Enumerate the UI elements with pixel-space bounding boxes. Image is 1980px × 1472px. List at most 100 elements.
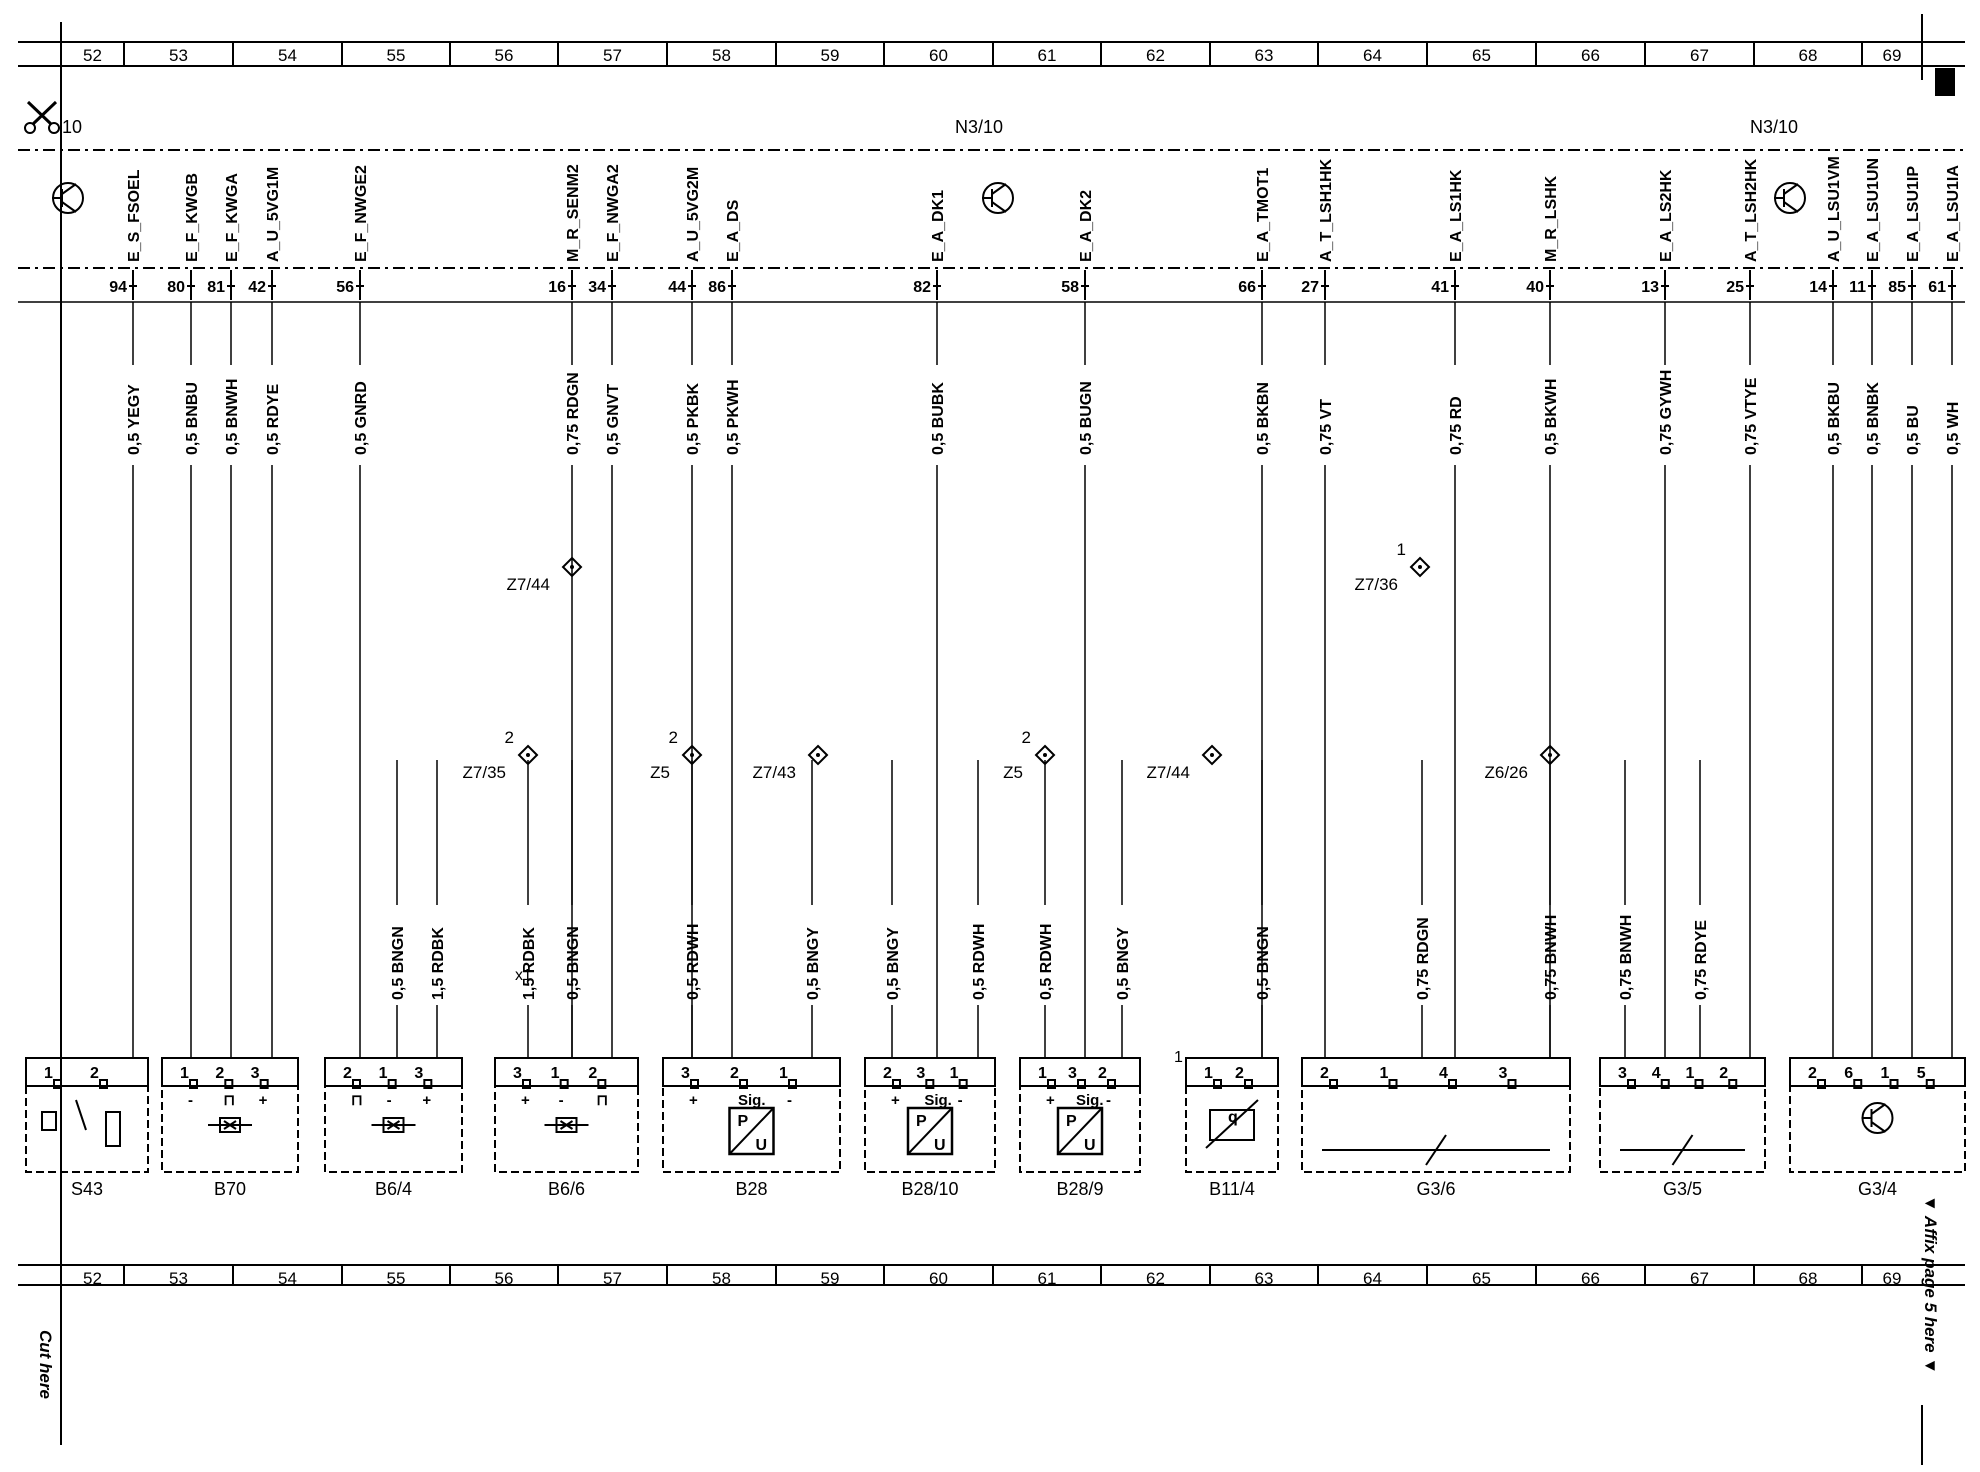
pin-symbol: - [188, 1092, 193, 1109]
wire-color-label: 0,5 BKBN [1255, 382, 1272, 455]
lower-wire: 0,5 BNGY [1115, 760, 1132, 1058]
affix-page-label: ▼ Affix page 5 here ▼ [1921, 1195, 1940, 1374]
splice-label: Z7/43 [753, 763, 796, 782]
component-pin: 1 [1881, 1065, 1890, 1082]
component-pin: 2 [588, 1065, 597, 1082]
wire-color-label: 0,5 YEGY [126, 384, 143, 455]
wire-color-label: 0,5 RDWH [685, 924, 702, 1000]
component-pin: 3 [513, 1065, 522, 1082]
component-pin: 2 [215, 1065, 224, 1082]
signal-name: E_A_DS [725, 199, 742, 262]
lower-wire: 0,75 BNWH [1543, 760, 1560, 1058]
component-label: B6/6 [548, 1179, 585, 1199]
splice-label: Z6/26 [1485, 763, 1528, 782]
grid-number-64: 64 [1363, 46, 1382, 65]
component-pin: 3 [1499, 1065, 1508, 1082]
grid-number-55: 55 [387, 46, 406, 65]
component-pin: 2 [1098, 1065, 1107, 1082]
grid-number-69: 69 [1883, 46, 1902, 65]
pin-symbol: ⊓ [351, 1092, 363, 1109]
wire-color-label: 1,5 RDBK [521, 927, 538, 1000]
pin-number: 81 [207, 279, 225, 296]
grid-number-65: 65 [1472, 46, 1491, 65]
signal-name: E_F_KWGA [224, 173, 241, 262]
grid-number-66: 66 [1581, 46, 1600, 65]
pin-symbol: ⊓ [223, 1092, 235, 1109]
component-label: B70 [214, 1179, 246, 1199]
component-label: B28/9 [1056, 1179, 1103, 1199]
pin-number: 34 [588, 279, 606, 296]
grid-number-58: 58 [712, 1269, 731, 1288]
transistor-icon [52, 182, 84, 214]
wire-color-label: 0,5 BNWH [224, 379, 241, 455]
component-pin: 3 [916, 1065, 925, 1082]
splice-number: 2 [505, 728, 514, 747]
splice-point: Z52 [1003, 728, 1056, 782]
grid-number-54: 54 [278, 46, 297, 65]
component-pin: 5 [1917, 1065, 1926, 1082]
pin-number: 85 [1888, 279, 1906, 296]
lower-wire: 1,5 RDBK [430, 760, 447, 1058]
component-label: B28/10 [901, 1179, 958, 1199]
component-pin: 1 [1038, 1065, 1047, 1082]
grid-number-52: 52 [83, 1269, 102, 1288]
wire-color-label: 0,5 RDYE [265, 384, 282, 455]
splice-number: 2 [1022, 728, 1031, 747]
wire-color-label: 0,5 RDWH [1038, 924, 1055, 1000]
wire-color-label: 0,5 BNBK [1865, 382, 1882, 455]
wire-color-label: 0,5 BNBU [184, 382, 201, 455]
temp-label: q [1228, 1109, 1238, 1126]
component-pin: 4 [1439, 1065, 1448, 1082]
lower-wire: 0,5 RDWH [685, 760, 702, 1058]
grid-number-58: 58 [712, 46, 731, 65]
grid-number-60: 60 [929, 1269, 948, 1288]
component-pin: 3 [1068, 1065, 1077, 1082]
wire-color-label: 0,75 RDGN [565, 372, 582, 455]
grid-number-56: 56 [495, 1269, 514, 1288]
grid-number-55: 55 [387, 1269, 406, 1288]
component-label: B11/4 [1209, 1179, 1255, 1199]
pin-number: 86 [708, 279, 726, 296]
signal-name: E_A_LSU1IP [1905, 166, 1922, 262]
grid-number-59: 59 [821, 1269, 840, 1288]
wire-color-label: 0,75 BNWH [1543, 915, 1560, 1000]
splice-point: Z7/44 [1147, 744, 1223, 782]
component-pin: 2 [1235, 1065, 1244, 1082]
grid-number-57: 57 [603, 46, 622, 65]
lower-wire: 0,5 BNGY [885, 760, 902, 1058]
pin-symbol: + [259, 1092, 268, 1109]
pin-number: 94 [109, 279, 127, 296]
pin-symbol: + [422, 1092, 431, 1109]
pu-label: P [738, 1113, 749, 1130]
component-pin: 2 [1719, 1065, 1728, 1082]
signal-name: E_A_LS2HK [1658, 169, 1675, 262]
grid-number-61: 61 [1038, 46, 1057, 65]
wire-color-label: 0,5 PKWH [725, 379, 742, 455]
signal-name: E_A_LS1HK [1448, 169, 1465, 262]
signal-name: A_T_LSH1HK [1318, 158, 1335, 262]
module-label-1: N3/10 [955, 117, 1003, 137]
splice-label: Z7/44 [1147, 763, 1190, 782]
signal-name: E_F_NWGA2 [605, 164, 622, 262]
grid-number-63: 63 [1255, 46, 1274, 65]
wire-color-label: 0,75 RDYE [1693, 920, 1710, 1000]
wire-color-label: 0,5 PKBK [685, 383, 702, 455]
